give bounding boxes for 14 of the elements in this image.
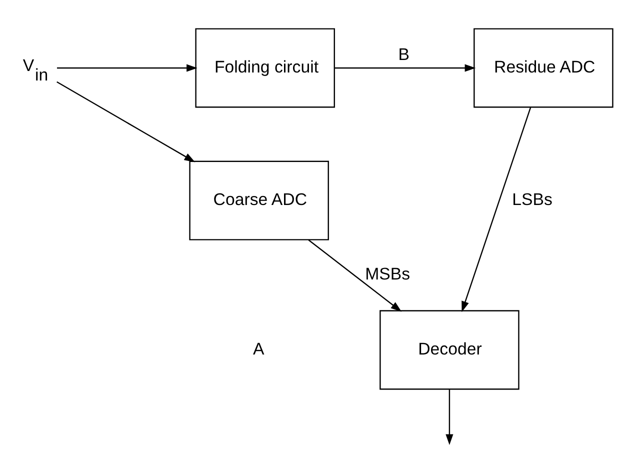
- arrow: [57, 64, 198, 72]
- label: A: [253, 339, 264, 358]
- node-box: Residue ADC: [474, 28, 614, 108]
- edge-label: B: [398, 44, 410, 64]
- node-box: Coarse ADC: [189, 160, 329, 240]
- arrow: [462, 107, 532, 312]
- edge-label: MSBs: [365, 264, 410, 284]
- arrow: [334, 64, 476, 72]
- arrow: [56, 81, 196, 162]
- arrow: [308, 240, 402, 312]
- edge-label: LSBs: [512, 190, 552, 209]
- node-box: Folding circuit: [195, 28, 335, 108]
- node-box: Decoder: [380, 310, 520, 390]
- arrow: [446, 389, 454, 446]
